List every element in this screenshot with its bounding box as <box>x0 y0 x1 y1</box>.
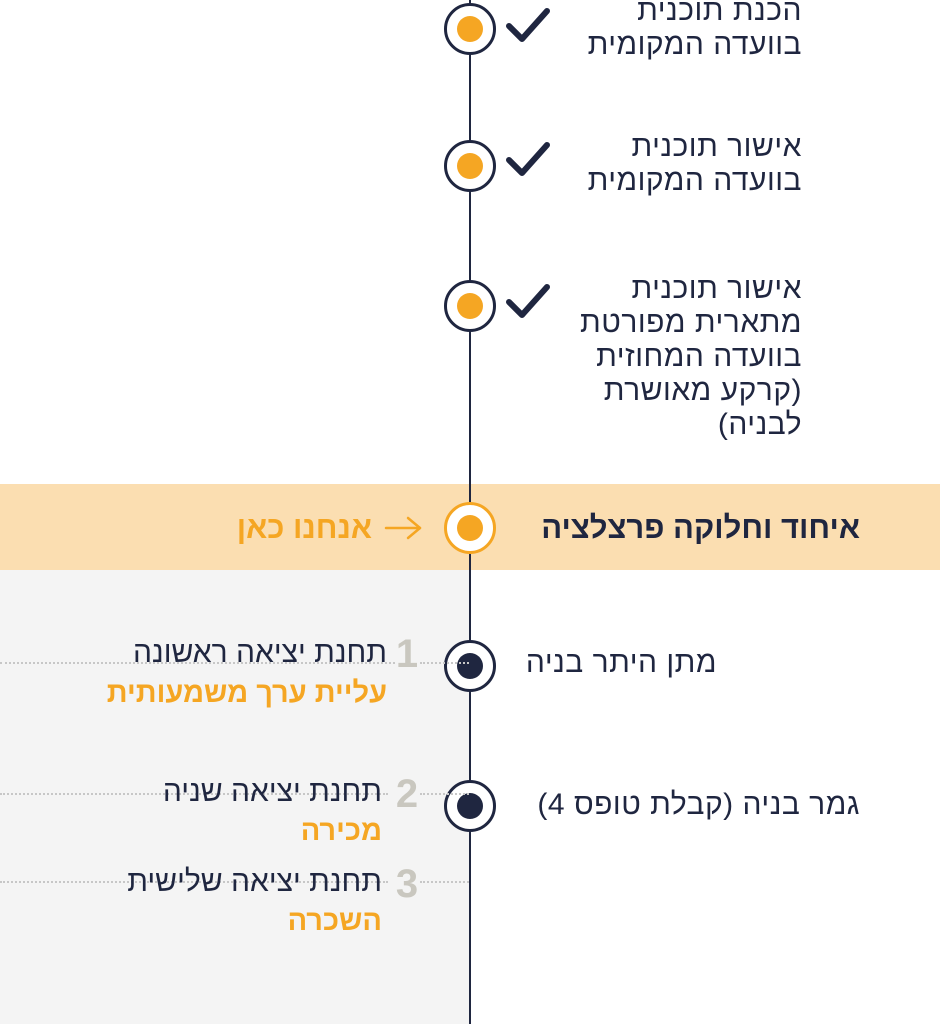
current-step-label: איחוד וחלוקה פרצלציה <box>541 510 860 545</box>
exit-title: תחנת יציאה ראשונה <box>133 636 387 669</box>
step-label-line: הכנת תוכנית <box>637 0 802 27</box>
exit-connector-line <box>0 793 388 795</box>
node-dot <box>457 293 483 319</box>
node-dot <box>457 793 483 819</box>
exit-number: 1 <box>395 632 419 676</box>
exit-connector-line <box>420 662 469 664</box>
step-label-line: אישור תוכנית <box>631 272 802 305</box>
check-icon <box>506 142 550 176</box>
we-are-here-label: אנחנו כאן <box>236 510 372 545</box>
node-dot <box>457 153 483 179</box>
node-dot <box>457 16 483 42</box>
future-step-label: גמר בניה (קבלת טופס 4) <box>537 788 860 821</box>
timeline-node-completed <box>444 280 496 332</box>
exit-number: 2 <box>395 772 419 816</box>
exit-subtitle: מכירה <box>300 815 382 847</box>
exit-title: תחנת יציאה שניה <box>162 775 382 808</box>
exit-title: תחנת יציאה שלישית <box>127 865 382 898</box>
step-label-line: אישור תוכנית <box>631 130 802 163</box>
node-dot <box>457 515 483 541</box>
timeline-node-future <box>444 780 496 832</box>
check-icon <box>506 8 550 42</box>
timeline-node-future <box>444 640 496 692</box>
exit-number: 3 <box>395 862 419 906</box>
check-icon <box>506 284 550 318</box>
exit-subtitle: השכרה <box>287 905 382 937</box>
exit-subtitle: עליית ערך משמעותית <box>106 677 387 709</box>
step-label-line: מתארית מפורטת <box>580 306 802 339</box>
step-label-2: אישור תוכנית בוועדה המקומית <box>587 130 802 197</box>
future-step-label: מתן היתר בניה <box>525 646 717 679</box>
node-dot <box>457 653 483 679</box>
step-label-3: אישור תוכנית מתארית מפורטת בוועדה המחוזי… <box>580 272 802 441</box>
exit-connector-line <box>0 662 395 664</box>
step-label-line: בוועדה המקומית <box>587 164 802 197</box>
step-label-line: לבניה) <box>717 408 802 441</box>
timeline-node-completed <box>444 3 496 55</box>
timeline-node-current <box>444 502 496 554</box>
arrow-left-icon <box>384 516 422 540</box>
exit-stations-panel <box>0 570 470 1024</box>
step-label-1: הכנת תוכנית בוועדה המקומית <box>587 0 802 61</box>
step-label-line: בוועדה המחוזית <box>596 340 802 373</box>
exit-connector-line <box>420 881 469 883</box>
step-label-line: בוועדה המקומית <box>587 28 802 61</box>
timeline-node-completed <box>444 140 496 192</box>
step-label-line: (קרקע מאושרת <box>603 374 802 407</box>
exit-connector-line <box>420 793 469 795</box>
exit-connector-line <box>0 881 388 883</box>
